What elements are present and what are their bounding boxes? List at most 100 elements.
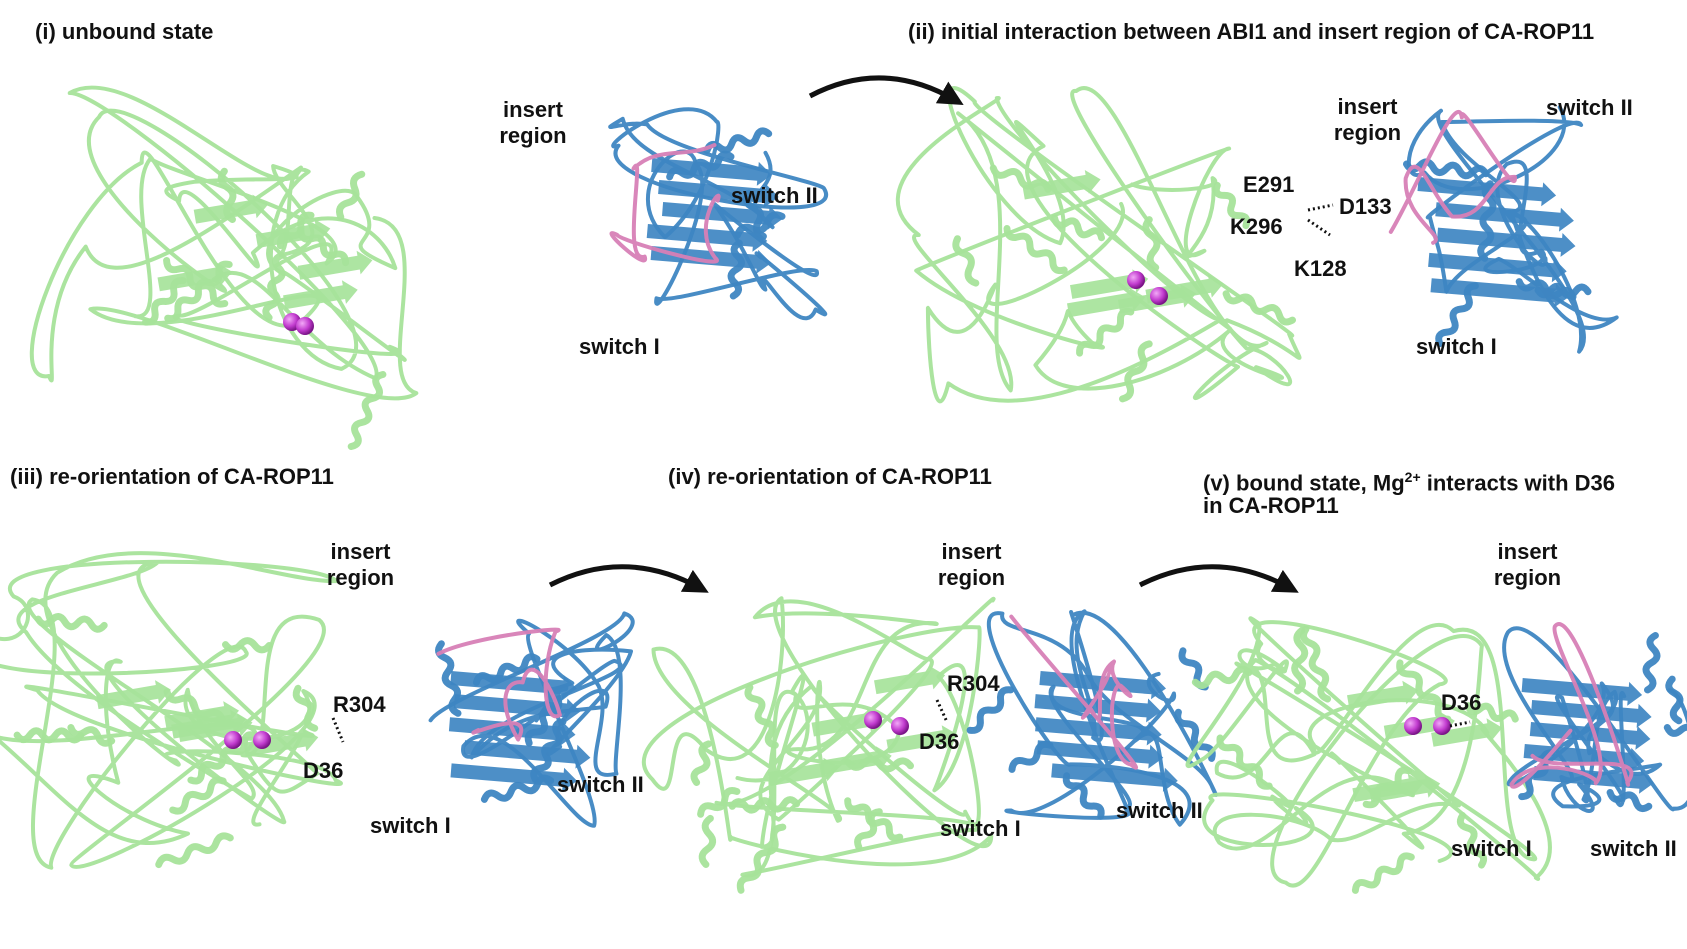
rop-standalone-strand xyxy=(662,202,783,230)
title-text: (v) bound state, Mg xyxy=(1203,470,1405,496)
p2-mg-ion-icon xyxy=(1127,271,1145,289)
panel-ii-title: (ii) initial interaction between ABI1 an… xyxy=(908,19,1595,44)
p4-rop11-helix xyxy=(1062,772,1105,820)
p5-abi1-helix xyxy=(1216,734,1273,790)
rop-switch-i-label: switch I xyxy=(579,334,660,359)
p4-abi1-helix xyxy=(744,683,779,749)
p3-abi1-strand xyxy=(171,709,246,739)
p5-rop11-strand xyxy=(1529,722,1651,750)
p2-abi1-coil xyxy=(896,86,1302,404)
p5-insert-region-label: insert region xyxy=(1480,539,1575,591)
p2-rop11-strand xyxy=(1428,252,1567,283)
label-line: region xyxy=(326,565,395,590)
p4-switch-ii-label: switch II xyxy=(1116,798,1203,823)
p5-abi1-strand xyxy=(1347,680,1419,710)
p4-rop11-pink-loop xyxy=(1009,614,1139,770)
rop-standalone-helix xyxy=(703,127,773,154)
p3-abi1-helix xyxy=(34,613,108,633)
p2-abi1-helix xyxy=(952,235,980,287)
p4-abi1-helix xyxy=(690,740,712,786)
p2-rop11-strand xyxy=(1436,227,1576,257)
label-line: insert xyxy=(1497,539,1558,564)
p2-rop11-strand xyxy=(1435,202,1574,232)
p3-mg-ion-icon xyxy=(253,731,271,749)
rop-switch-ii-label: switch II xyxy=(731,183,818,208)
p2-abi1-helix xyxy=(1212,181,1251,230)
title-superscript: 2+ xyxy=(1404,469,1421,485)
p2-k128-label: K128 xyxy=(1294,256,1347,281)
p4-rop11-helix xyxy=(1174,708,1216,762)
rop-insert-region-label: insert region xyxy=(488,97,578,149)
p5-rop11-helix xyxy=(1606,789,1653,813)
p5-rop11-pink-loop xyxy=(1509,621,1634,789)
p5-abi1-helix xyxy=(1464,702,1519,723)
p3-abi1-helix xyxy=(169,776,227,815)
p3-rop11-strand xyxy=(450,763,578,792)
p5-abi1-helix xyxy=(1351,852,1415,894)
p4-insert-region-label: insert region xyxy=(924,539,1019,591)
label-line: insert xyxy=(330,539,391,564)
p5-rop11-helix xyxy=(1665,675,1684,725)
p5-abi1-strand xyxy=(1369,774,1441,803)
p4-mg-ion-icon xyxy=(864,711,882,729)
p4-r304-label: R304 xyxy=(947,671,1000,696)
p3-d36-label: D36 xyxy=(303,758,344,783)
rop-standalone-strand xyxy=(651,158,772,186)
p4-d36-label: D36 xyxy=(919,729,960,754)
p2-rop11-coil xyxy=(1406,105,1619,354)
p2-rop11-strand xyxy=(1417,177,1557,207)
label-line: region xyxy=(937,565,1006,590)
p4-abi1-helix xyxy=(698,814,717,868)
p4-rop11-strand xyxy=(1051,763,1178,792)
p4-abi1-helix xyxy=(736,823,787,894)
p4-hbond xyxy=(935,699,949,723)
p2-rop11-pink-loop xyxy=(1388,110,1517,245)
p2-abi1-strand xyxy=(1022,170,1101,200)
p4-abi1-strand xyxy=(886,725,958,754)
p4-abi1-strand xyxy=(874,665,946,695)
p3-rop11-strand xyxy=(463,740,591,769)
p2-rop11-helix xyxy=(1403,158,1490,180)
p1-abi1-helix xyxy=(336,170,366,221)
p5-abi1-helix xyxy=(1191,665,1253,689)
p5-rop11-helix xyxy=(1642,632,1661,694)
p2-insert-region-label: insert region xyxy=(1320,94,1415,146)
label-line: region xyxy=(499,123,567,148)
title-text: interacts with D36 xyxy=(1420,470,1616,496)
p4-abi1-helix xyxy=(728,796,801,814)
middle-right-curved-arrow-icon xyxy=(1138,564,1299,593)
p1-abi1-strand xyxy=(283,280,358,310)
p2-abi1-helix xyxy=(1003,225,1068,275)
p2-rop11-strand xyxy=(1430,278,1570,308)
p3-abi1-helix xyxy=(13,727,85,744)
p3-abi1-strand xyxy=(96,680,171,710)
p4-rop11-coil xyxy=(986,609,1218,827)
p2-abi1-helix xyxy=(989,164,1052,193)
p1-mg-ion-icon xyxy=(296,317,314,335)
p2-rop11-helix xyxy=(1435,282,1479,348)
panel-iii-title: (iii) re-orientation of CA-ROP11 xyxy=(10,464,334,489)
label-line: insert xyxy=(1337,94,1398,119)
p5-abi1-helix xyxy=(1396,659,1452,723)
panel-iv-title: (iv) re-orientation of CA-ROP11 xyxy=(668,464,992,489)
p5-d36-label: D36 xyxy=(1441,690,1482,715)
panel-v-title: (v) bound state, Mg2+ interacts with D36 xyxy=(1203,463,1615,497)
label-line: insert xyxy=(503,97,563,122)
p3-r304-label: R304 xyxy=(333,692,386,717)
p2-hbond xyxy=(1307,203,1334,212)
p5-abi1-coil xyxy=(1185,616,1552,888)
top-curved-arrow-icon xyxy=(808,75,964,106)
panel-i-title: (i) unbound state xyxy=(35,19,214,44)
label-line: insert xyxy=(941,539,1002,564)
p2-k296-label: K296 xyxy=(1230,214,1283,239)
p4-abi1-helix xyxy=(854,808,883,851)
p1-abi1-strand xyxy=(193,194,269,224)
p3-abi1-helix xyxy=(67,724,116,747)
p4-rop11-strand xyxy=(1034,694,1162,723)
p3-abi1-helix xyxy=(222,637,273,654)
p2-abi1-helix xyxy=(1142,216,1161,271)
p3-rop11-coil xyxy=(428,611,635,828)
p2-abi1-strand xyxy=(1067,287,1146,318)
p2-abi1-helix xyxy=(1051,214,1105,242)
